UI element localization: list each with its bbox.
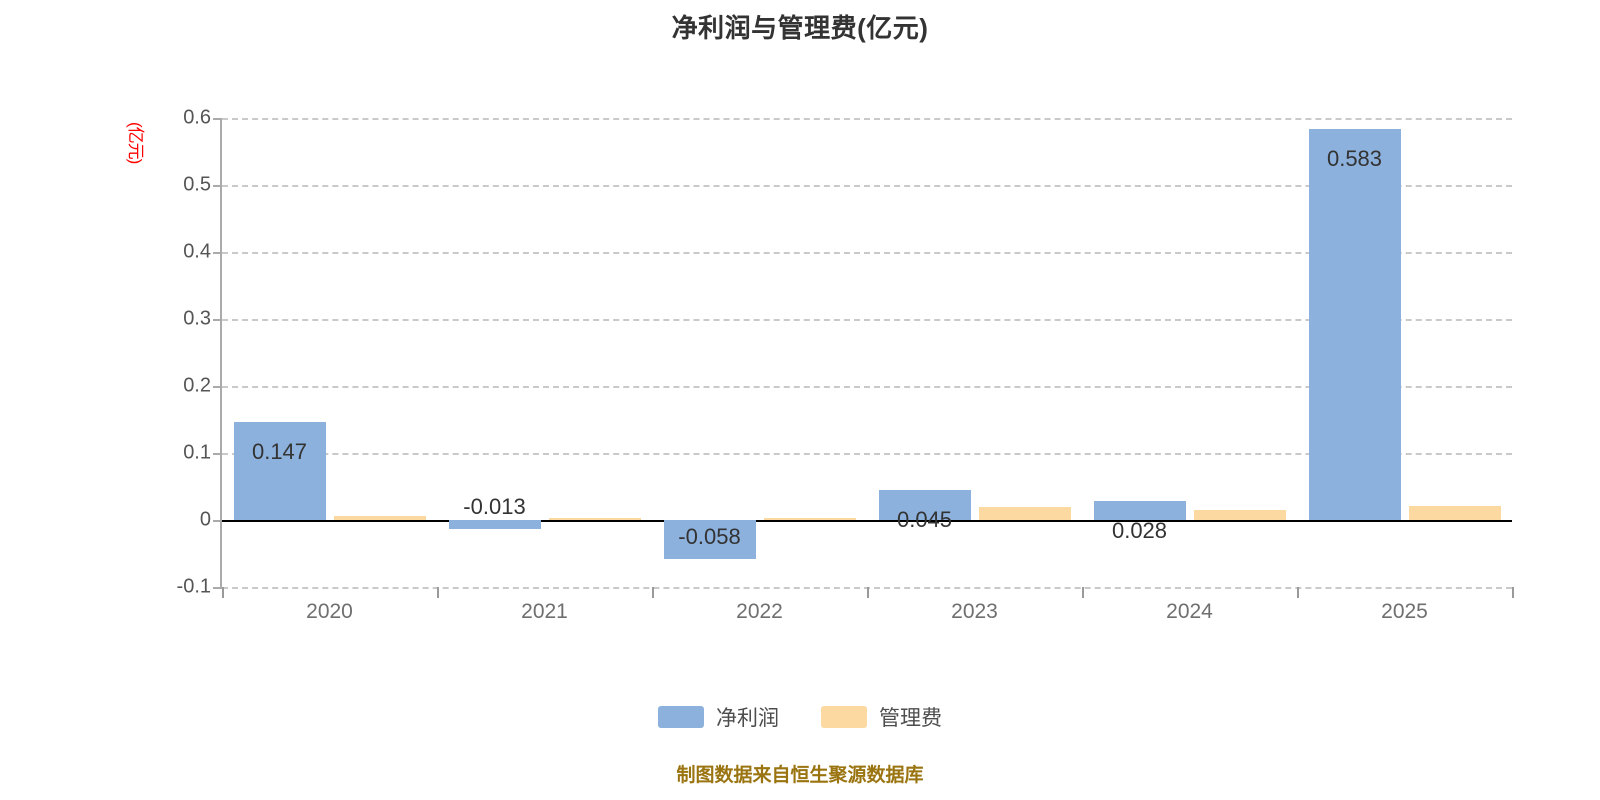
x-tick-mark bbox=[222, 587, 224, 598]
bar-admin-expense-2024[interactable] bbox=[1193, 509, 1286, 520]
y-axis-tick-labels: 0.6 0.5 0.4 0.3 0.2 0.1 0 -0.1 bbox=[120, 107, 212, 598]
y-tick-label: 0.3 bbox=[183, 307, 211, 330]
bar-net-profit-2025[interactable] bbox=[1308, 129, 1401, 520]
bar-net-profit-2024[interactable] bbox=[1093, 501, 1186, 520]
y-tick-label: 0.5 bbox=[183, 173, 211, 196]
legend-swatch-icon bbox=[658, 706, 704, 728]
bar-value-label: -0.013 bbox=[463, 493, 526, 519]
x-tick-mark bbox=[1082, 587, 1084, 598]
x-tick-mark bbox=[1512, 587, 1514, 598]
y-tick-label: 0.2 bbox=[183, 374, 211, 397]
bar-value-label: -0.058 bbox=[678, 523, 741, 549]
x-tick-label: 2020 bbox=[306, 600, 353, 623]
bar-admin-expense-2020[interactable] bbox=[333, 515, 426, 520]
bar-value-label: 0.028 bbox=[1111, 518, 1168, 544]
zero-baseline bbox=[222, 520, 1512, 522]
y-tick-label: -0.1 bbox=[176, 575, 211, 598]
bar-admin-expense-2022[interactable] bbox=[763, 517, 856, 520]
y-tick-mark bbox=[213, 185, 222, 187]
gridline bbox=[222, 386, 1512, 388]
legend-item-net-profit[interactable]: 净利润 bbox=[658, 702, 779, 732]
bar-admin-expense-2025[interactable] bbox=[1408, 505, 1501, 520]
bar-value-label: 0.045 bbox=[896, 506, 953, 532]
x-tick-mark bbox=[652, 587, 654, 598]
bar-net-profit-2020[interactable] bbox=[233, 421, 326, 520]
gridline bbox=[222, 118, 1512, 120]
x-tick-label: 2024 bbox=[1166, 600, 1213, 623]
y-tick-mark bbox=[213, 386, 222, 388]
y-tick-mark bbox=[213, 118, 222, 120]
y-axis-line bbox=[220, 118, 222, 587]
y-tick-mark bbox=[213, 453, 222, 455]
y-tick-label: 0.1 bbox=[183, 441, 211, 464]
bar-value-label: 0.147 bbox=[251, 438, 308, 464]
bar-net-profit-2023[interactable] bbox=[878, 489, 971, 520]
legend-label: 净利润 bbox=[716, 707, 779, 730]
x-tick-mark bbox=[1297, 587, 1299, 598]
plot-area: 0.147 -0.013 -0.058 0.045 0.028 0.583 bbox=[213, 118, 1512, 589]
bar-admin-expense-2021[interactable] bbox=[548, 517, 641, 520]
bar-net-profit-2022[interactable] bbox=[663, 520, 756, 559]
y-tick-mark bbox=[213, 587, 222, 589]
y-tick-label: 0.6 bbox=[183, 106, 211, 129]
bar-net-profit-2021[interactable] bbox=[448, 520, 541, 529]
x-tick-label: 2023 bbox=[951, 600, 998, 623]
gridline bbox=[222, 252, 1512, 254]
y-tick-mark bbox=[213, 319, 222, 321]
legend-swatch-icon bbox=[821, 706, 867, 728]
legend-label: 管理费 bbox=[879, 707, 942, 730]
y-tick-mark bbox=[213, 252, 222, 254]
legend-item-admin-expense[interactable]: 管理费 bbox=[821, 702, 942, 732]
bar-value-label: 0.583 bbox=[1326, 146, 1383, 172]
chart-legend: 净利润 管理费 bbox=[0, 702, 1600, 732]
x-axis-tick-labels: 2020 2021 2022 2023 2024 2025 bbox=[222, 600, 1512, 630]
x-tick-mark bbox=[437, 587, 439, 598]
y-tick-label: 0.4 bbox=[183, 240, 211, 263]
gridline bbox=[222, 185, 1512, 187]
x-tick-mark bbox=[867, 587, 869, 598]
bar-admin-expense-2023[interactable] bbox=[978, 507, 1071, 520]
gridline bbox=[222, 319, 1512, 321]
y-tick-mark bbox=[213, 520, 222, 522]
y-tick-label: 0 bbox=[199, 508, 211, 531]
footer-note: 制图数据来自恒生聚源数据库 bbox=[676, 765, 924, 786]
x-tick-label: 2025 bbox=[1381, 600, 1428, 623]
gridline bbox=[222, 453, 1512, 455]
x-tick-label: 2021 bbox=[521, 600, 568, 623]
x-axis-tick-marks bbox=[222, 587, 1514, 599]
x-tick-label: 2022 bbox=[736, 600, 783, 623]
page-title: 净利润与管理费(亿元) bbox=[671, 13, 929, 43]
